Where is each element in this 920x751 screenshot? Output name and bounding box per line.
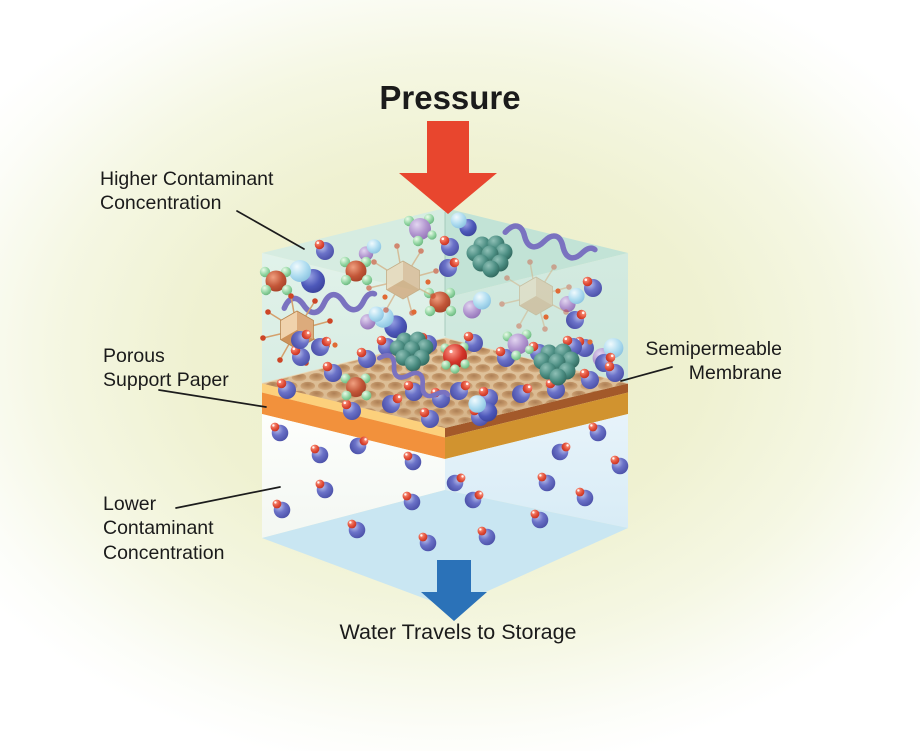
pointer-lines [158, 210, 673, 509]
molecule-dot [587, 339, 593, 345]
higher-contaminant-label: Higher Contaminant Concentration [100, 168, 274, 215]
molecule-dot [332, 342, 338, 348]
pressure-label: Pressure [379, 79, 521, 116]
lower-front-face-left [262, 414, 445, 538]
molecule-dot [543, 314, 549, 320]
molecule-dot [411, 309, 417, 315]
membrane-right-band [445, 383, 628, 438]
support-paper-left-band [262, 392, 445, 459]
water-travels-to-storage-label: Water Travels to Storage [339, 620, 577, 644]
support-paper-right-band [445, 392, 628, 459]
molecule-dot [382, 294, 388, 300]
pointer-line-porous [158, 389, 267, 408]
semipermeable-membrane-label: Semipermeable Membrane [645, 338, 782, 385]
molecule-dot [425, 279, 431, 285]
porous-support-paper-label: Porous Support Paper [103, 345, 229, 392]
pressure-arrow-icon [399, 121, 497, 214]
pointer-line-higher [236, 210, 305, 250]
storage-arrow-icon [421, 560, 487, 621]
lower-contaminant-label: Lower Contaminant Concentration [103, 493, 225, 564]
molecule-dot [555, 288, 561, 294]
pointer-line-membrane [620, 366, 673, 382]
pointer-line-lower [175, 486, 281, 509]
